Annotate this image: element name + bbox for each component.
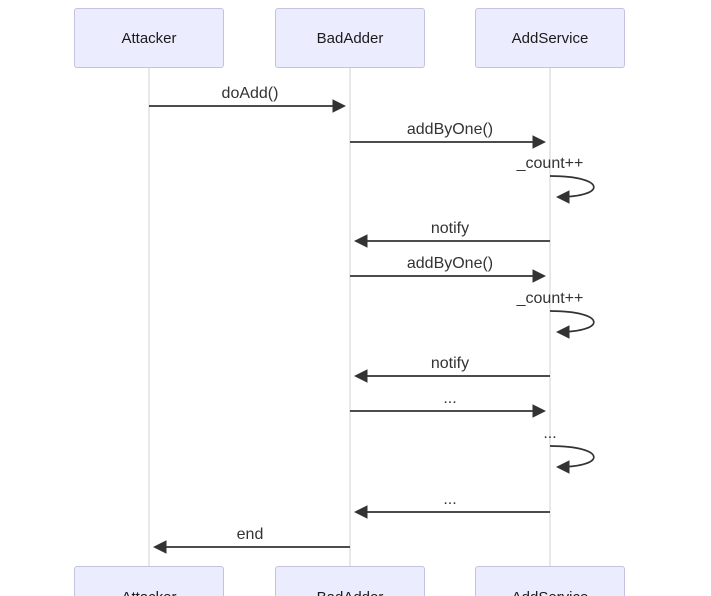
actor-label: Attacker xyxy=(121,29,177,47)
actor-top-attacker: Attacker xyxy=(74,8,224,68)
message-label-notify-2: notify xyxy=(430,355,470,372)
actor-label: AddService xyxy=(512,589,589,596)
actor-top-addservice: AddService xyxy=(475,8,625,68)
self-loop-count-2 xyxy=(549,310,595,339)
actor-bottom-addservice: AddService xyxy=(475,566,625,596)
message-label-ellipsis-left: ... xyxy=(443,491,457,508)
message-label-notify-1: notify xyxy=(430,220,470,237)
actor-label: BadAdder xyxy=(316,29,384,47)
actor-top-badadder: BadAdder xyxy=(275,8,425,68)
message-label-ellipsis-self: ... xyxy=(543,425,557,442)
actor-label: BadAdder xyxy=(317,589,384,596)
message-label-doadd: doAdd() xyxy=(221,85,279,102)
message-label-count-2: _count++ xyxy=(516,290,584,307)
message-label-ellipsis-right: ... xyxy=(443,390,457,407)
actor-bottom-attacker: Attacker xyxy=(74,566,224,596)
message-label-addbyone-2: addByOne() xyxy=(406,255,494,272)
actor-label: Attacker xyxy=(121,589,176,596)
self-loop-ellipsis xyxy=(549,445,595,474)
self-loop-count-1 xyxy=(549,175,595,204)
message-label-count-1: _count++ xyxy=(516,155,584,172)
message-label-end: end xyxy=(236,526,264,543)
actor-bottom-badadder: BadAdder xyxy=(275,566,425,596)
message-label-addbyone-1: addByOne() xyxy=(406,121,494,138)
actor-label: AddService xyxy=(511,29,589,47)
